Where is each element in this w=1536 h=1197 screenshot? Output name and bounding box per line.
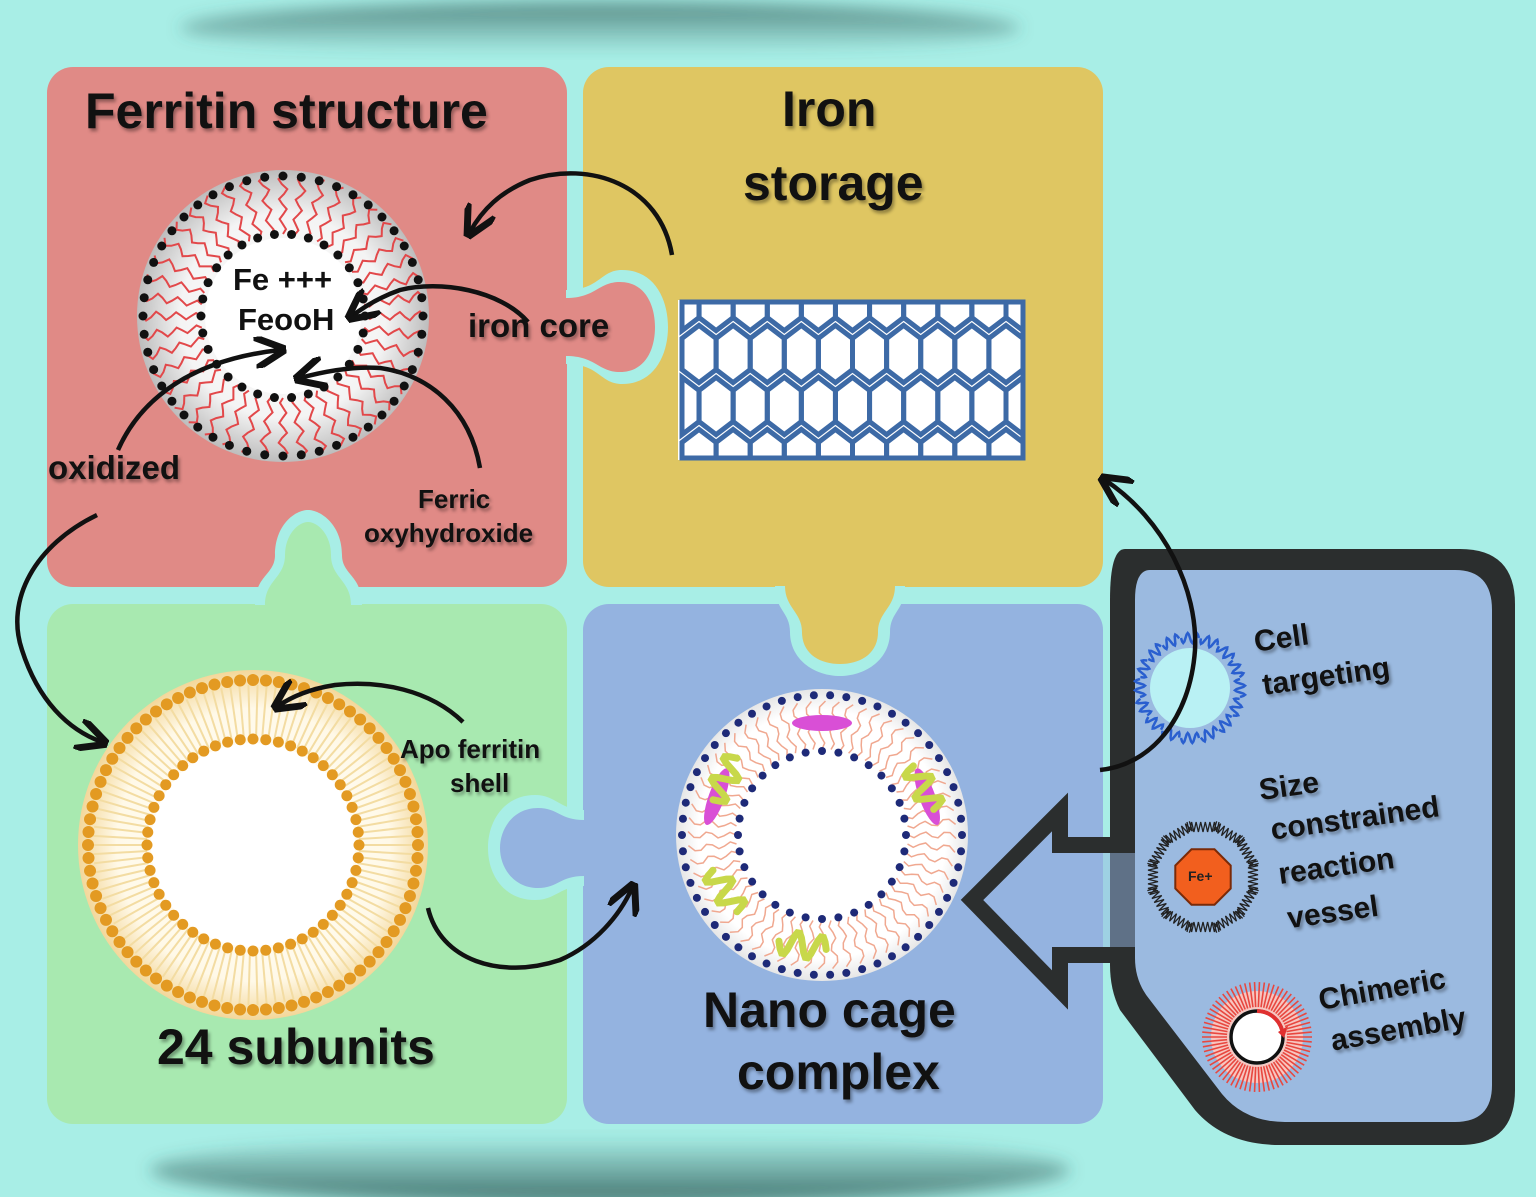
arrow-side-to-iron (1100, 480, 1198, 773)
arrow-ironcore (352, 284, 530, 322)
iron-core-label: iron core (468, 307, 610, 344)
arrow-ferritin-to-subunits (15, 512, 102, 742)
oxidized-label: oxidized (48, 449, 181, 486)
fe-plus-label: Fe+ (1188, 868, 1213, 884)
chimeric-assembly-icon (1202, 982, 1312, 1092)
ferritin-sphere (137, 170, 429, 462)
ferric-label-line2: oxyhydroxide (364, 518, 534, 548)
subunits-title: 24 subunits (157, 1019, 435, 1075)
core-label-fe: Fe +++ (233, 262, 333, 297)
arrow-apo-shell (278, 684, 465, 724)
apo-ferritin-label-line1: Apo ferritin (400, 734, 541, 764)
apo-ferritin-sphere (78, 670, 428, 1020)
arrow-oxidized (115, 350, 280, 451)
apo-ferritin-label-line2: shell (450, 768, 510, 798)
core-label-feooh: FeooH (238, 302, 335, 337)
nanotube-lattice (678, 299, 1026, 461)
top-shadow (180, 2, 1020, 54)
nanocage-title-line1: Nano cage (703, 982, 956, 1038)
iron-storage-title-line1: Iron (782, 81, 877, 137)
big-left-arrow (960, 792, 1135, 1010)
nanocage-sphere (676, 689, 968, 981)
arrow-ferric (300, 368, 483, 469)
nanocage-title-line2: complex (737, 1044, 940, 1100)
arrow-subunits-to-nanocage (425, 888, 632, 970)
ferritin-structure-title: Ferritin structure (85, 83, 488, 139)
reaction-vessel-icon (1147, 821, 1259, 933)
bottom-shadow (150, 1136, 1070, 1197)
arrow-iron-to-ferritin (470, 171, 675, 256)
ferric-label-line1: Ferric (418, 484, 491, 514)
flow-arrows (15, 171, 1198, 970)
iron-storage-title-line2: storage (743, 155, 924, 211)
cell-label-line1: Cell (1251, 618, 1311, 659)
side-panel (960, 549, 1515, 1145)
